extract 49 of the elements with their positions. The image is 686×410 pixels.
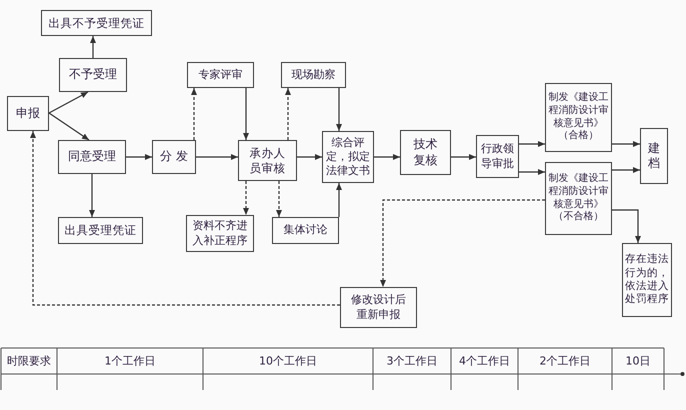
arrow — [48, 91, 88, 114]
row-header: 时限要求 — [7, 354, 51, 368]
process-box: 技术复核 — [400, 130, 451, 175]
process-box: 集体讨论 — [272, 217, 339, 244]
process-box: 存在违法行为的，依法进入处罚程序 — [622, 243, 672, 317]
arrow — [297, 154, 322, 160]
process-box: 制发《建设工程消防设计审核意见书》（不合格） — [545, 162, 612, 235]
process-box: 同意受理 — [58, 140, 126, 174]
arrow — [612, 209, 641, 243]
arrow — [48, 112, 90, 140]
process-box: 建档 — [640, 128, 668, 184]
arrow — [612, 141, 640, 147]
process-box: 出具受理凭证 — [58, 217, 143, 244]
arrow — [612, 167, 640, 173]
process-box: 行政领导审批 — [476, 135, 519, 178]
process-box: 申报 — [7, 96, 49, 131]
duration-label: 3个工作日 — [386, 354, 438, 368]
dashed-arrow — [285, 88, 291, 140]
dashed-arrow — [243, 181, 249, 215]
duration-label: 10个工作日 — [259, 354, 317, 368]
arrow — [243, 88, 249, 140]
process-box: 专家评审 — [187, 62, 254, 88]
arrow — [519, 141, 545, 147]
arrow — [126, 154, 152, 160]
arrow — [451, 154, 476, 160]
dashed-arrow — [30, 131, 340, 306]
process-box: 出具不予受理凭证 — [41, 10, 152, 36]
dashed-arrow — [276, 181, 282, 217]
arrow — [336, 183, 342, 217]
process-box: 现场勘察 — [281, 62, 346, 88]
process-box: 不予受理 — [59, 58, 127, 92]
dashed-arrow — [191, 88, 197, 140]
duration-label: 1个工作日 — [104, 354, 156, 368]
process-box: 制发《建设工程消防设计审核意见书》（合格） — [545, 83, 612, 152]
duration-label: 10日 — [626, 354, 650, 368]
duration-label: 2个工作日 — [540, 354, 590, 368]
process-box: 分 发 — [152, 140, 196, 174]
arrow — [196, 154, 238, 160]
process-box: 综合评定，拟定法律文书 — [322, 131, 374, 183]
arrow — [90, 36, 96, 58]
duration-label: 4个工作日 — [459, 354, 510, 368]
arrow — [374, 154, 400, 160]
process-box: 承办人员审核 — [238, 140, 297, 181]
arrow — [89, 174, 95, 217]
process-box: 修改设计后重新申报 — [340, 287, 417, 328]
arrow — [336, 88, 342, 131]
process-box: 资料不齐进入补正程序 — [186, 215, 254, 252]
dashed-arrow — [380, 199, 545, 287]
arrow — [519, 169, 545, 175]
